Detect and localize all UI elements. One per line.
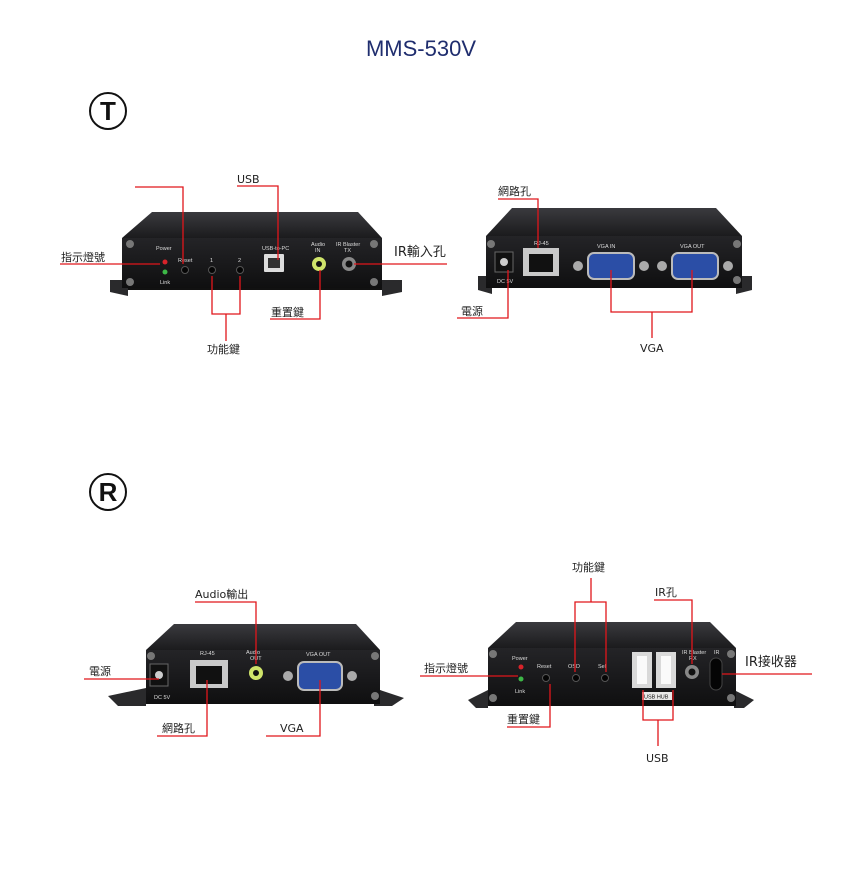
rx-front-usb-hub-text: USB HUB — [644, 695, 669, 701]
rx-front-reset-text: Reset — [537, 664, 552, 670]
tx-back-callouts — [457, 198, 693, 338]
tx-ir-input-label: IR輸入孔 — [394, 245, 446, 260]
tx-reset-key-label: 重置鍵 — [271, 305, 304, 319]
tx-back-vga-out-text: VGA OUT — [680, 244, 705, 250]
tx-front-audio-text-2: IN — [315, 248, 321, 254]
rx-vga-label: VGA — [280, 722, 304, 735]
tx-usb-label: USB — [237, 173, 260, 186]
power-led-icon — [518, 664, 524, 670]
rx-front-ir-window-text: IR — [714, 650, 720, 656]
transmitter-marker: T — [89, 92, 127, 130]
tx-front-callouts — [60, 185, 447, 341]
rx-front-device: Power Link Reset OSD Sel USB HUB IR Blas… — [468, 622, 754, 708]
rx-front-link-text: Link — [515, 689, 525, 695]
rx-back-audio-text-1: Audio — [246, 650, 260, 656]
tx-front-link-text: Link — [160, 280, 170, 286]
power-led-icon — [162, 259, 168, 265]
rx-audio-out-label: Audio輸出 — [195, 587, 248, 601]
rx-back-dc-text: DC 5V — [154, 695, 171, 701]
tx-front-btn1-text: 1 — [210, 258, 213, 264]
rx-network-label: 網路孔 — [162, 721, 195, 735]
receiver-marker: R — [89, 473, 127, 511]
rx-power-label: 電源 — [89, 664, 111, 678]
tx-function-keys-label: 功能鍵 — [207, 342, 240, 356]
rx-function-keys-label: 功能鍵 — [572, 560, 605, 574]
tx-vga-label: VGA — [640, 342, 664, 355]
rx-front-ir-text-2: RX — [689, 656, 697, 662]
link-led-icon — [518, 676, 524, 682]
rx-back-vga-out-text: VGA OUT — [306, 652, 331, 658]
rx-indicator-label: 指示燈號 — [424, 661, 468, 675]
tx-back-rj45-text: RJ-45 — [534, 241, 549, 247]
rx-usb-label: USB — [646, 752, 669, 765]
rx-ir-port-label: IR孔 — [655, 586, 677, 599]
rx-back-callouts — [84, 601, 321, 737]
tx-back-device: DC 5V RJ-45 VGA IN VGA OUT — [478, 208, 752, 294]
rx-front-power-text: Power — [512, 656, 528, 662]
link-led-icon — [162, 269, 168, 275]
rx-front-ir-text-1: IR Blaster — [682, 650, 706, 656]
tx-function-button-2[interactable] — [236, 266, 244, 274]
tx-back-vga-in-text: VGA IN — [597, 244, 615, 250]
tx-front-btn2-text: 2 — [238, 258, 241, 264]
tx-front-power-text: Power — [156, 246, 172, 252]
tx-back-dc-text: DC 5V — [497, 279, 514, 285]
tx-front-ir-text-2: TX — [344, 248, 351, 254]
rx-back-device: DC 5V RJ-45 Audio OUT VGA OUT — [108, 624, 404, 706]
ir-receiver-window-icon — [709, 657, 723, 691]
rx-front-osd-text: OSD — [568, 664, 580, 670]
tx-indicator-label: 指示燈號 — [61, 250, 105, 264]
tx-front-usb-text: USB-to-PC — [262, 246, 289, 252]
rx-front-callouts — [420, 578, 812, 746]
tx-front-ir-text-1: IR Blaster — [336, 242, 360, 248]
tx-power-label: 電源 — [461, 304, 483, 318]
tx-network-label: 網路孔 — [498, 184, 531, 198]
vga-out-port-icon — [671, 252, 719, 280]
rx-reset-button[interactable] — [542, 674, 550, 682]
tx-front-device: Power Link Reset 1 2 USB-to-PC Audio IN … — [110, 212, 402, 296]
rx-back-rj45-text: RJ-45 — [200, 651, 215, 657]
tx-front-reset-text: Reset — [178, 258, 193, 264]
tx-function-button-1[interactable] — [208, 266, 216, 274]
rx-ir-receiver-label: IR接收器 — [745, 654, 797, 670]
tx-reset-button[interactable] — [181, 266, 189, 274]
page-title: MMS-530V — [365, 36, 477, 61]
rx-reset-key-label: 重置鍵 — [507, 712, 540, 726]
rx-front-sel-text: Sel — [598, 664, 606, 670]
osd-button[interactable] — [572, 674, 580, 682]
sel-button[interactable] — [601, 674, 609, 682]
tx-front-audio-text-1: Audio — [311, 242, 325, 248]
